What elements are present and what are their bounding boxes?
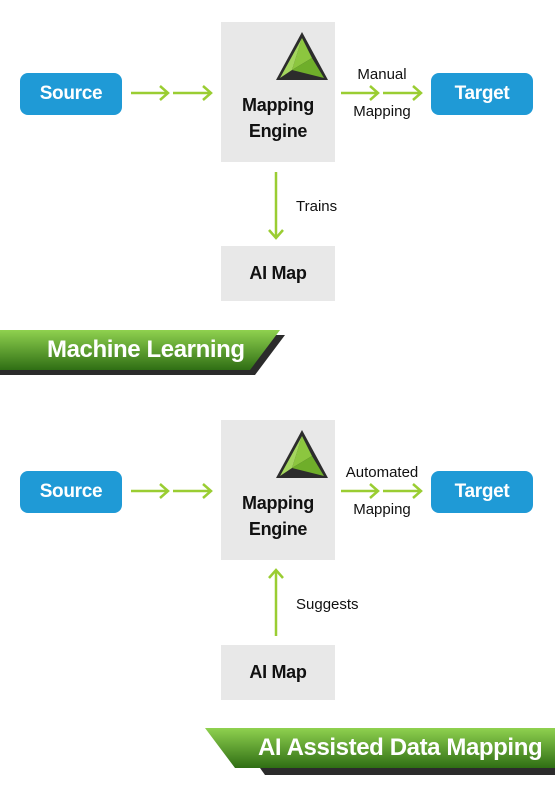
banner-ai-assisted-data-mapping-label: AI Assisted Data Mapping xyxy=(258,734,543,761)
target-label: Target xyxy=(454,83,510,104)
ai-map-label: AI Map xyxy=(249,263,307,283)
mapping-engine-node: Mapping Engine xyxy=(221,420,335,560)
suggests-label: Suggests xyxy=(296,596,359,613)
target-label: Target xyxy=(454,481,510,502)
target-node: Target xyxy=(431,73,533,115)
mapping-label: Mapping xyxy=(353,501,411,518)
arrow-engine-to-aimap-1 xyxy=(268,172,284,240)
ai-map-node: AI Map xyxy=(221,645,335,700)
mapping-label: Mapping xyxy=(353,103,411,120)
triangle-logo-icon xyxy=(276,32,328,80)
banner-machine-learning-label: Machine Learning xyxy=(47,336,245,363)
manual-label: Manual xyxy=(357,66,407,83)
automated-label: Automated xyxy=(345,464,419,481)
arrow-engine-to-target-1 xyxy=(341,85,423,101)
mapping-engine-label: Mapping Engine xyxy=(242,95,314,141)
ai-map-node: AI Map xyxy=(221,246,335,301)
ai-map-label: AI Map xyxy=(249,662,307,682)
banner-ai-assisted-data-mapping xyxy=(205,728,555,775)
trains-label: Trains xyxy=(296,198,338,215)
arrow-engine-to-target-2 xyxy=(341,483,423,499)
source-node: Source xyxy=(20,73,122,115)
triangle-logo-icon xyxy=(276,430,328,478)
arrow-aimap-to-engine-2 xyxy=(268,568,284,636)
source-label: Source xyxy=(39,481,103,502)
banner-machine-learning xyxy=(0,330,285,375)
target-node: Target xyxy=(431,471,533,513)
mapping-engine-label: Mapping Engine xyxy=(242,493,314,539)
mapping-engine-node: Mapping Engine xyxy=(221,22,335,162)
source-node: Source xyxy=(20,471,122,513)
arrow-source-to-engine-1 xyxy=(131,85,213,101)
arrow-source-to-engine-2 xyxy=(131,483,213,499)
source-label: Source xyxy=(39,83,103,104)
